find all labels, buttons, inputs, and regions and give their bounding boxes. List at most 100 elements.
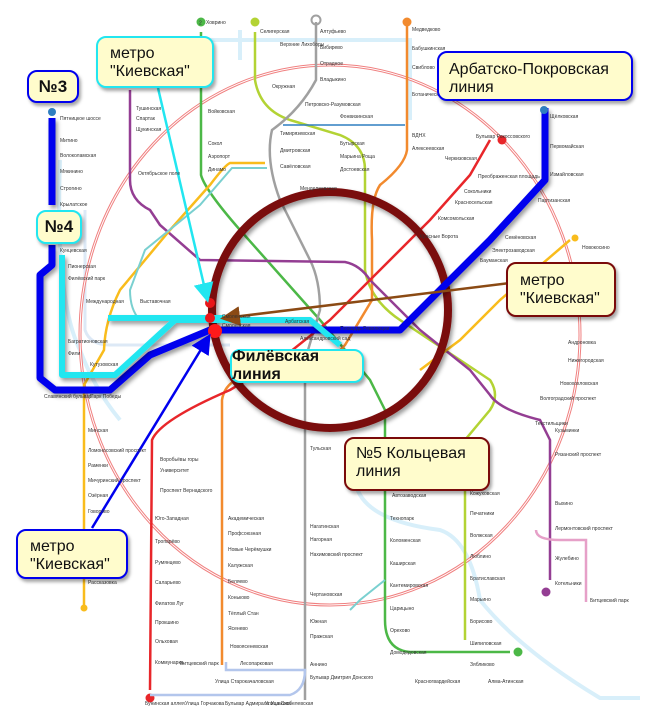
station-label: Парк Победы	[90, 394, 122, 400]
line10-lime	[253, 32, 497, 640]
station-label: Кутузовская	[90, 362, 118, 368]
callout-text-line2: "Киевская"	[110, 63, 190, 81]
line1-red	[148, 139, 492, 691]
station-label: Александровский сад	[300, 335, 350, 342]
callout-line3-number: №3	[27, 70, 79, 103]
station-label: Алма-Атинская	[488, 679, 524, 685]
station-label: Бунинская аллея	[145, 701, 185, 707]
callout-text-line1: метро	[520, 272, 565, 289]
arrow-kiev-top	[156, 87, 214, 303]
callout-arbatsko-pokrovskaya: Арбатско-Покровская линия	[437, 51, 633, 101]
station-label: Борисово	[470, 619, 493, 625]
line8-badge	[571, 234, 579, 242]
station-label: Смоленская	[222, 323, 251, 329]
station-label: Войковская	[208, 108, 235, 115]
station-label: Бибирево	[320, 45, 343, 51]
station-label: Красносельская	[455, 200, 493, 206]
callout-text-line2: "Киевская"	[30, 556, 110, 574]
callout-text-line2: линия	[449, 79, 494, 97]
station-label: Выставочная	[140, 299, 171, 305]
callout-filevskaya-text: Филёвская линия	[232, 347, 320, 383]
mcc-ring-inner	[79, 64, 581, 606]
station-label: Семёновская	[505, 235, 536, 241]
station-label: Менделеевская	[300, 186, 337, 192]
station-label: Беляево	[228, 579, 248, 585]
station-label: Профсоюзная	[228, 531, 261, 537]
station-label: Минская	[88, 428, 108, 434]
station-label: Калужская	[228, 563, 253, 569]
callout-line3-number-text: №3	[38, 76, 68, 96]
callout-text-line1: Арбатско-Покровская	[449, 61, 609, 78]
station-label: Каширская	[390, 561, 416, 567]
station-label: Озёрная	[88, 493, 108, 499]
station-label: Новокосино	[582, 245, 610, 251]
arrow-kiev-bottom	[90, 333, 211, 529]
station-label: Битцевский парк	[180, 660, 219, 667]
callout-kievskaya-filevskaya: метро "Киевская"	[96, 36, 214, 88]
line12-lightblue	[150, 662, 307, 697]
station-label: Тёплый Стан	[228, 610, 259, 617]
station-label: Автозаводская	[392, 493, 427, 499]
callout-text-line2: линия	[356, 463, 401, 481]
arrow-kiev-right	[220, 281, 511, 327]
station-label: Мичуринский проспект	[88, 477, 142, 484]
station-label: Царицыно	[390, 606, 414, 612]
callout-filevskaya-line: Филёвская линия	[230, 347, 364, 383]
station-label: Пионерская	[68, 264, 96, 270]
station-label: Тропарёво	[155, 539, 180, 545]
station-label: Кунцевская	[60, 248, 87, 254]
station-label: Технопарк	[390, 516, 415, 522]
station-label: Коммунарка	[155, 660, 184, 666]
station-label: Кузьминки	[555, 428, 579, 434]
station-label: Строгино	[60, 186, 82, 192]
station-label: Жулебино	[555, 556, 579, 562]
station-label: Братиславская	[470, 576, 505, 582]
station-label: Пражская	[310, 634, 333, 640]
station-label: Битцевский парк	[590, 597, 629, 604]
station-label: Академическая	[228, 516, 264, 522]
callout-text-line2: "Киевская"	[520, 290, 600, 308]
station-label: Сокол	[208, 141, 222, 147]
callout-kievskaya-arbatskaya: метро "Киевская"	[16, 529, 128, 579]
station-label: Арбатская	[285, 319, 309, 325]
station-label: Филёвский парк	[68, 275, 106, 282]
callout-kievskaya-ring: метро "Киевская"	[506, 262, 616, 317]
station-label: Марьино	[470, 597, 491, 603]
line15-pink	[534, 529, 588, 602]
station-label: Нагорная	[310, 537, 332, 543]
station-label: Прокшино	[155, 620, 179, 626]
station-label: Спартак	[136, 116, 156, 122]
station-label: Электрозаводская	[492, 248, 535, 254]
station-label: Площадь Революции	[340, 326, 390, 332]
station-label: Коньково	[228, 595, 250, 601]
ring-line5-highlight	[208, 188, 452, 432]
station-label: Печатники	[470, 511, 495, 517]
mcd-outline	[83, 210, 230, 347]
station-labels: Ховрино Селигерская Алтуфьево Бибирево О…	[44, 20, 629, 707]
station-label: Аннино	[310, 662, 327, 668]
station-label: Черкизовская	[445, 156, 477, 162]
station-label: Филатов Луг	[155, 601, 184, 607]
kievskaya-station-marker-3	[208, 324, 222, 338]
station-label: Отрадное	[320, 61, 343, 67]
station-label: Партизанская	[538, 198, 571, 204]
station-label: Селигерская	[260, 29, 290, 35]
station-label: Красные Ворота	[420, 234, 458, 240]
station-label: Люблино	[470, 554, 491, 560]
station-label: Волоколамская	[60, 153, 96, 159]
station-label: Нагатинская	[310, 524, 339, 530]
station-label: Ботанический сад	[412, 91, 454, 98]
station-label: Новоясеневская	[230, 644, 268, 650]
station-label: Саларьево	[155, 580, 181, 586]
station-label: Румянцево	[155, 560, 181, 566]
callout-ring-line: №5 Кольцевая линия	[344, 437, 490, 491]
station-label: Аэропорт	[208, 154, 231, 160]
station-label: Домодедовская	[390, 650, 427, 656]
station-label: Бульвар Адмирала Ушакова	[225, 701, 291, 707]
station-label: Октябрьское поле	[138, 171, 180, 177]
station-label: Сокольники	[464, 189, 492, 195]
station-label: Бульвар Дмитрия Донского	[310, 675, 373, 681]
kievskaya-station-marker-1	[205, 298, 215, 308]
station-label: Славянский бульвар	[44, 393, 92, 400]
